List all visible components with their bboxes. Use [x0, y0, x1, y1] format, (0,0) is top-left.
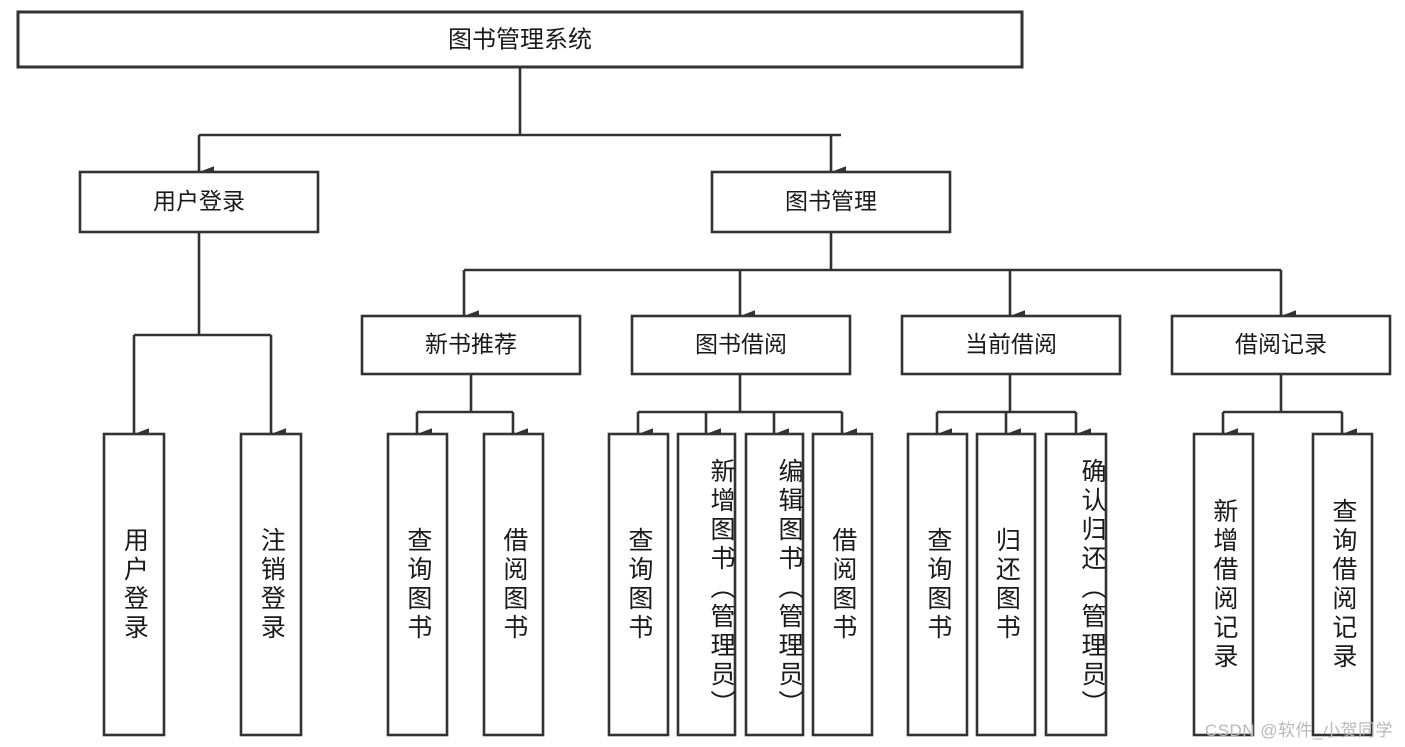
node-current-borrow[interactable]: 当前借阅: [900, 314, 1122, 376]
node-user-login-box[interactable]: [78, 170, 320, 234]
leaf-box-query-book-2[interactable]: [607, 432, 670, 737]
node-book-management[interactable]: 图书管理: [710, 170, 952, 234]
leaf-box-edit-book[interactable]: [744, 432, 805, 737]
leaf-box-borrow-book-2[interactable]: [811, 432, 874, 737]
node-current-borrow-box[interactable]: [900, 314, 1122, 376]
node-borrow-record-label: 借阅记录: [1235, 331, 1327, 357]
node-book-management-label: 图书管理: [785, 188, 877, 214]
node-root-box[interactable]: [16, 10, 1024, 69]
leaf-box-return-book[interactable]: [975, 432, 1037, 737]
leaf-box-borrow-book-1[interactable]: [482, 432, 545, 737]
leaf-box-confirm-return[interactable]: [1044, 432, 1108, 737]
edges-currentborrow-to-leaves: [935, 374, 1091, 440]
leaf-box-user-login[interactable]: [102, 432, 166, 737]
watermark-text: CSDN @软件_小贺同学: [1204, 721, 1393, 740]
node-book-borrow-label: 图书借阅: [695, 331, 787, 357]
node-book-management-box[interactable]: [710, 170, 952, 234]
node-current-borrow-label: 当前借阅: [965, 331, 1057, 357]
leaf-box-add-book[interactable]: [676, 432, 737, 737]
node-book-borrow-box[interactable]: [630, 314, 852, 376]
edges-root-to-level2: [197, 67, 846, 178]
leaf-box-query-record[interactable]: [1311, 432, 1374, 737]
leaf-box-logout[interactable]: [239, 432, 303, 737]
node-borrow-record-box[interactable]: [1170, 314, 1392, 376]
node-book-borrow[interactable]: 图书借阅: [630, 314, 852, 376]
edges-userlogin-to-leaves: [132, 232, 286, 440]
node-user-login-label: 用户登录: [153, 188, 245, 214]
edges-bookborrow-to-leaves: [636, 374, 857, 440]
leaf-box-add-record[interactable]: [1192, 432, 1255, 737]
node-new-book-recommend-box[interactable]: [360, 314, 582, 376]
leaf-box-query-book-3[interactable]: [906, 432, 969, 737]
edges-newbookrec-to-leaves: [415, 374, 528, 440]
node-user-login[interactable]: 用户登录: [78, 170, 320, 234]
leaf-box-query-book-1[interactable]: [386, 432, 449, 737]
edges-borrowrecord-to-leaves: [1221, 374, 1357, 440]
node-borrow-record[interactable]: 借阅记录: [1170, 314, 1392, 376]
node-new-book-recommend-label: 新书推荐: [425, 331, 517, 357]
node-new-book-recommend[interactable]: 新书推荐: [360, 314, 582, 376]
edges-bookmgmt-to-level3: [462, 232, 1296, 322]
node-root-system[interactable]: 图书管理系统: [16, 10, 1024, 69]
leaf-boxes: [102, 432, 1374, 737]
node-root-label: 图书管理系统: [448, 26, 592, 53]
